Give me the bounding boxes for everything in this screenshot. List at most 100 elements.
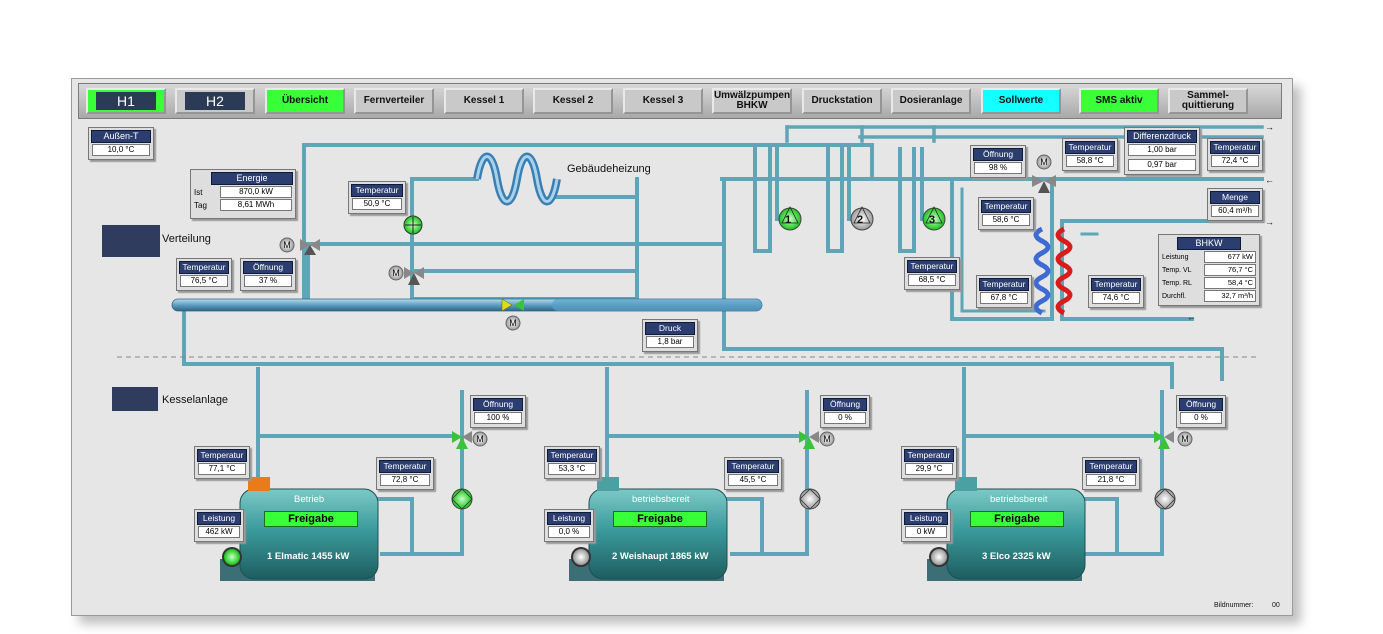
druckstation-button[interactable]: Druckstation	[802, 88, 882, 114]
bhkw-row-value: 677 kW	[1204, 251, 1256, 263]
umwaelzpumpen-button[interactable]: Umwälzpumpen BHKW	[712, 88, 792, 114]
kesselanlage-label: Kesselanlage	[162, 394, 229, 406]
motor-label-1: M	[283, 240, 291, 250]
menge-label: Menge	[1210, 191, 1260, 204]
valve-gebaeude	[404, 267, 424, 285]
boiler-3-status: betriebsbereit	[990, 494, 1048, 505]
kessel2-button[interactable]: Kessel 2	[533, 88, 613, 114]
bhkw-row-label: Temp. VL	[1162, 266, 1192, 274]
bhkw-row-value: 76,7 °C	[1204, 264, 1256, 276]
aussentemperatur-box: Außen-T 10,0 °C	[88, 127, 154, 160]
verteilung-tile[interactable]	[102, 225, 160, 257]
temp-pumps-value: 68,5 °C	[908, 274, 956, 286]
boiler-1-name: 1 Elmatic 1455 kW	[267, 551, 350, 562]
temp-gebaeude-value: 50,9 °C	[352, 198, 402, 210]
dosieranlage-button[interactable]: Dosieranlage	[891, 88, 971, 114]
boiler-3-temp2-label: Temperatur	[1085, 460, 1137, 473]
energie-title: Energie	[211, 172, 293, 185]
kesselanlage-tile[interactable]	[112, 387, 158, 411]
hx-cold-coil	[1033, 226, 1051, 316]
h2-label: H2	[185, 92, 245, 110]
temp-hx-in-value: 58,6 °C	[982, 214, 1030, 226]
bhkw-row-value: 58,4 °C	[1204, 277, 1256, 289]
boiler-2-leistung-label: Leistung	[547, 512, 591, 525]
temp-hx-out-value: 67,8 °C	[980, 292, 1028, 304]
boiler-1-status: Betrieb	[294, 494, 325, 505]
boiler-2-leistung-value: 0,0 %	[548, 526, 590, 538]
bhkw-row-label: Durchfl.	[1162, 292, 1187, 300]
temp-pumps-label: Temperatur	[907, 260, 957, 273]
boiler-1-oeffnung-label: Öffnung	[473, 398, 523, 411]
gebaeudeheizung-label: Gebäudeheizung	[567, 163, 651, 175]
h2-button[interactable]: H2	[175, 88, 255, 114]
temp-t1-value: 58,8 °C	[1066, 155, 1114, 167]
differenzdruck-box: Differenzdruck 1,00 bar 0,97 bar	[1124, 127, 1200, 175]
boiler-3-freigabe-button[interactable]: Freigabe	[970, 511, 1064, 527]
energie-tag-label: Tag	[194, 200, 207, 210]
boiler-pump-2	[799, 488, 821, 510]
boiler-1-temp2-label: Temperatur	[379, 460, 431, 473]
pump-1	[778, 206, 802, 231]
temp-gebaeude-label: Temperatur	[351, 184, 403, 197]
temp-verteilung-label: Temperatur	[179, 261, 229, 274]
kessel3-button[interactable]: Kessel 3	[623, 88, 703, 114]
svg-text:M: M	[392, 268, 400, 278]
boiler-1-leistung-label: Leistung	[197, 512, 241, 525]
boiler-1-temp-value: 77,1 °C	[198, 463, 246, 475]
boiler-1-freigabe-button[interactable]: Freigabe	[264, 511, 358, 527]
oeffnung-verteilung-label: Öffnung	[243, 261, 293, 274]
pump-gebaeude	[403, 215, 423, 235]
sammelquittierung-button[interactable]: Sammel- quittierung	[1168, 88, 1248, 114]
uebersicht-button[interactable]: Übersicht	[265, 88, 345, 114]
temp-bhkw-value: 74,6 °C	[1092, 292, 1140, 304]
energie-tag-value: 8,61 MWh	[220, 199, 292, 211]
oeffnung-verteilung-value: 37 %	[244, 275, 292, 287]
temp-hx-in-label: Temperatur	[981, 200, 1031, 213]
svg-text:→: →	[1265, 122, 1274, 132]
h1-button[interactable]: H1	[86, 88, 166, 114]
hx-hot-coil	[1055, 226, 1073, 316]
boiler-2-temp-value: 53,3 °C	[548, 463, 596, 475]
pump-1-number: 1	[785, 214, 792, 226]
boiler-2-freigabe-button[interactable]: Freigabe	[613, 511, 707, 527]
valve-boiler-3	[1154, 431, 1174, 449]
temp-t1-label: Temperatur	[1065, 141, 1115, 154]
sollwerte-button[interactable]: Sollwerte	[981, 88, 1061, 114]
boiler-1-leistung-value: 462 kW	[198, 526, 240, 538]
svg-text:M: M	[476, 434, 484, 444]
temp-t2-value: 72,4 °C	[1211, 155, 1259, 167]
fernverteiler-button[interactable]: Fernverteiler	[354, 88, 434, 114]
aussentemperatur-label: Außen-T	[91, 130, 151, 143]
valve-verteilung	[300, 239, 320, 255]
h1-label: H1	[96, 92, 156, 110]
svg-text:→: →	[1265, 217, 1274, 227]
svg-text:←: ←	[1265, 175, 1274, 185]
temp-hx-out-label: Temperatur	[979, 278, 1029, 291]
kessel1-button[interactable]: Kessel 1	[444, 88, 524, 114]
sms-button[interactable]: SMS aktiv	[1079, 88, 1159, 114]
boiler-3-name: 3 Elco 2325 kW	[982, 551, 1051, 562]
boiler-3-leistung-label: Leistung	[904, 512, 948, 525]
druck-value: 1,8 bar	[646, 336, 694, 348]
pump-3-number: 3	[929, 214, 936, 226]
menge-value: 60,4 m³/h	[1211, 205, 1259, 217]
druck-label: Druck	[645, 322, 695, 335]
energie-ist-value: 870,0 kW	[220, 186, 292, 198]
temp-verteilung-value: 76,5 °C	[180, 275, 228, 287]
